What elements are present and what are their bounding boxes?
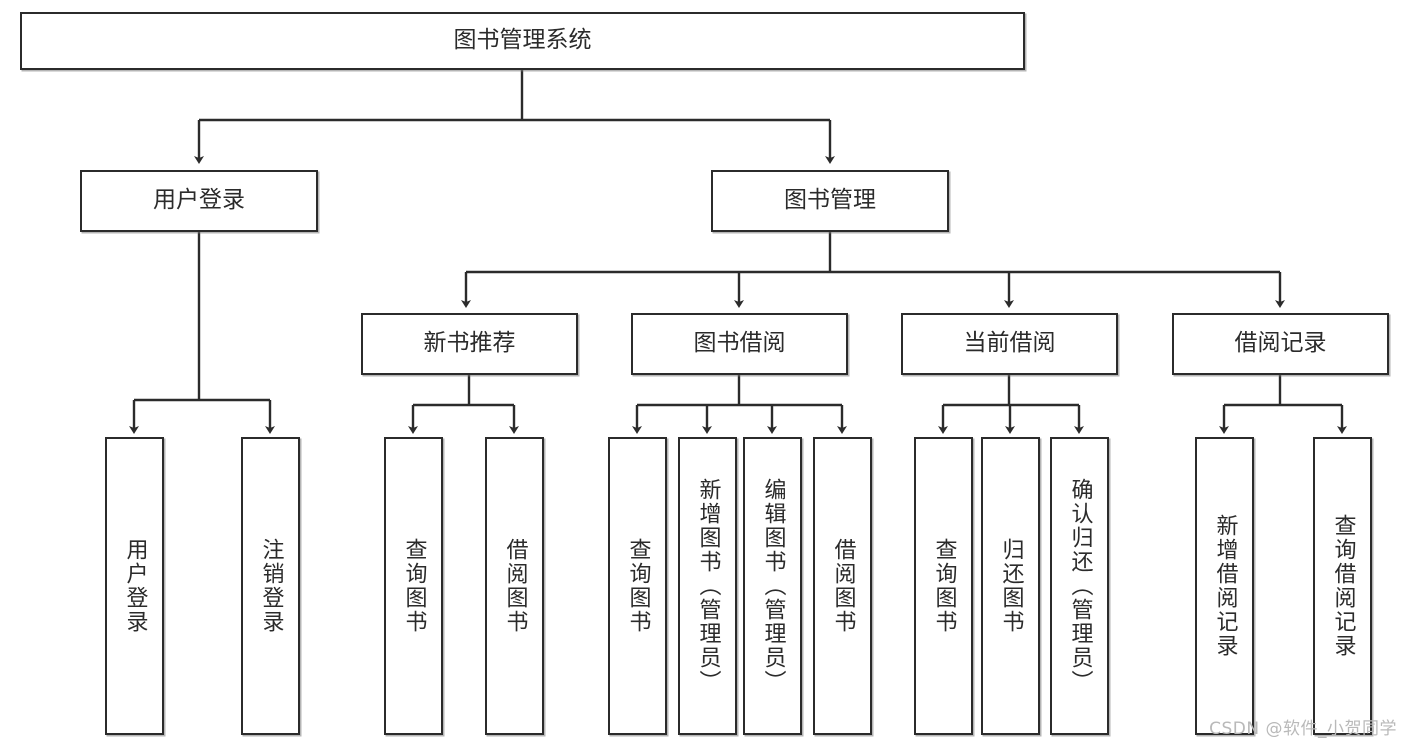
node-label: 注销登录 xyxy=(258,538,284,634)
leaf-borrow-add-book-admin[interactable]: 新增图书（管理员） xyxy=(678,437,737,735)
node-label: 图书管理系统 xyxy=(453,27,592,54)
node-label: 当前借阅 xyxy=(963,330,1056,357)
node-label: 归还图书 xyxy=(998,538,1024,634)
node-label: 确认归还（管理员） xyxy=(1067,478,1093,694)
leaf-current-confirm-return-admin[interactable]: 确认归还（管理员） xyxy=(1050,437,1109,735)
node-label: 借阅图书 xyxy=(502,538,528,634)
node-user-login[interactable]: 用户登录 xyxy=(80,170,318,232)
leaf-user-login-signin[interactable]: 用户登录 xyxy=(105,437,164,735)
leaf-recommend-borrow-book[interactable]: 借阅图书 xyxy=(485,437,544,735)
node-label: 图书管理 xyxy=(784,187,876,214)
node-label: 用户登录 xyxy=(122,538,148,634)
node-label: 借阅记录 xyxy=(1234,330,1327,357)
node-label: 新增借阅记录 xyxy=(1212,514,1238,658)
node-label: 查询图书 xyxy=(401,538,427,634)
node-book-management[interactable]: 图书管理 xyxy=(711,170,949,232)
node-label: 用户登录 xyxy=(153,187,245,214)
node-label: 新书推荐 xyxy=(423,330,516,357)
leaf-user-login-signout[interactable]: 注销登录 xyxy=(241,437,300,735)
node-borrow-record[interactable]: 借阅记录 xyxy=(1172,313,1389,375)
leaf-current-return-book[interactable]: 归还图书 xyxy=(981,437,1040,735)
leaf-record-query-record[interactable]: 查询借阅记录 xyxy=(1313,437,1372,735)
leaf-current-query-book[interactable]: 查询图书 xyxy=(914,437,973,735)
node-label: 编辑图书（管理员） xyxy=(760,478,786,694)
leaf-borrow-borrow-book[interactable]: 借阅图书 xyxy=(813,437,872,735)
node-label: 图书借阅 xyxy=(693,330,786,357)
node-label: 查询借阅记录 xyxy=(1330,514,1356,658)
leaf-record-add-record[interactable]: 新增借阅记录 xyxy=(1195,437,1254,735)
node-current-borrow[interactable]: 当前借阅 xyxy=(901,313,1118,375)
node-root-system[interactable]: 图书管理系统 xyxy=(20,12,1025,70)
node-book-borrow[interactable]: 图书借阅 xyxy=(631,313,848,375)
leaf-borrow-edit-book-admin[interactable]: 编辑图书（管理员） xyxy=(743,437,802,735)
node-label: 新增图书（管理员） xyxy=(695,478,721,694)
node-label: 查询图书 xyxy=(931,538,957,634)
leaf-recommend-query-book[interactable]: 查询图书 xyxy=(384,437,443,735)
node-new-book-recommend[interactable]: 新书推荐 xyxy=(361,313,578,375)
leaf-borrow-query-book[interactable]: 查询图书 xyxy=(608,437,667,735)
node-label: 借阅图书 xyxy=(830,538,856,634)
node-label: 查询图书 xyxy=(625,538,651,634)
